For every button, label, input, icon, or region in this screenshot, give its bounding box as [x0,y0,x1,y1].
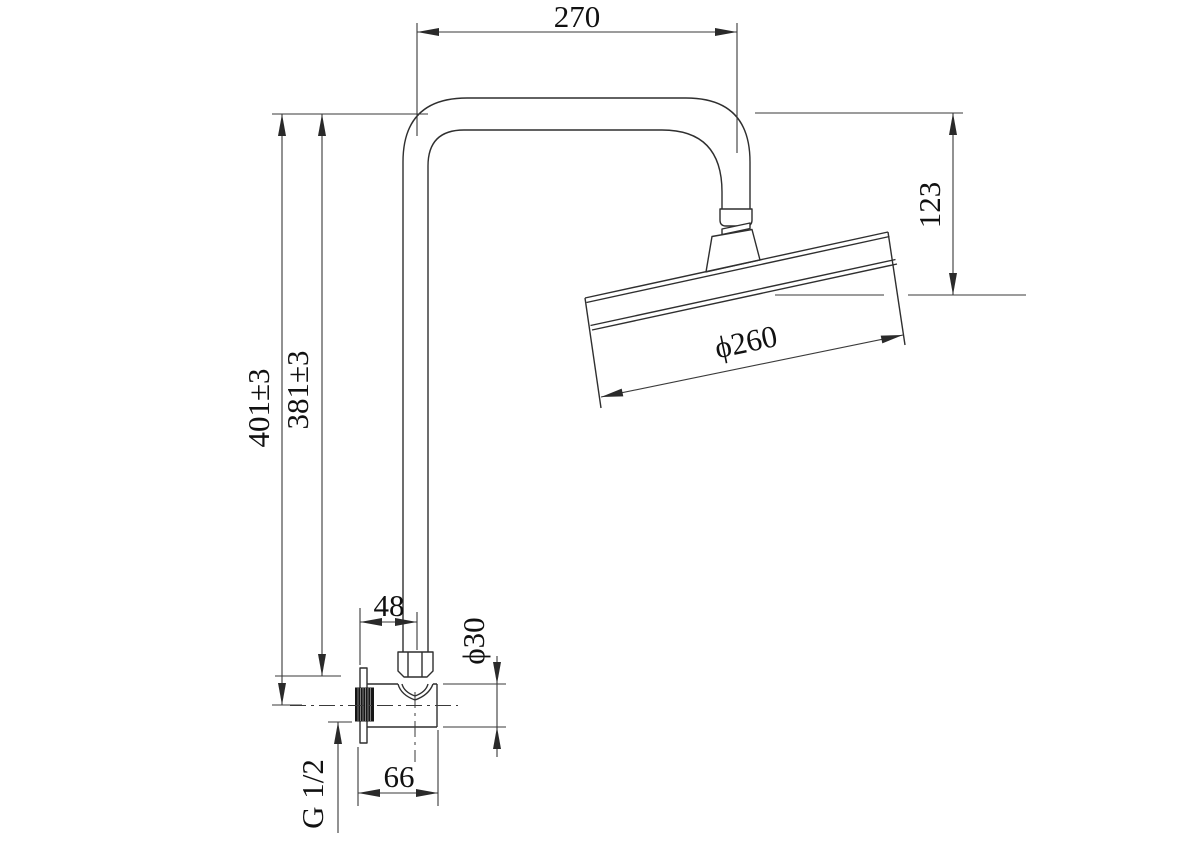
dim-381-arrow-top [318,114,326,136]
dim-401-arrow-bottom [278,683,286,705]
dim-30-label: ϕ30 [456,617,491,664]
pipe-inner-outline [427,129,723,652]
dim-270-arrow-left [417,28,439,36]
knurled-inlet [355,687,374,722]
dim-valve-diameter: ϕ30 [443,617,506,757]
shower-head [584,208,906,409]
dim-123-label: 123 [912,182,947,229]
dim-48-arrow-right [395,618,417,626]
dim-260-line [600,334,904,398]
dim-270-arrow-right [715,28,737,36]
valve-hex-nut-facets [407,652,423,677]
dim-30-arrow-top [493,662,501,684]
dim-66-arrow-left [358,789,380,797]
head-top-edge [584,231,889,299]
dim-381-label: 381±3 [280,350,315,429]
dim-inlet-thread: G 1/2 [295,721,352,833]
dim-270-label: 270 [554,0,601,34]
dimensions: 270 401±3 381±3 123 [241,0,1026,833]
dim-381-arrow-bottom [318,654,326,676]
dim-wall-to-riser: 48 [359,588,418,665]
dim-123-arrow-top [949,113,957,135]
head-right-edge-extension [887,231,906,346]
dim-260-arrow-right [880,335,903,344]
pipe-outer-outline [402,97,751,652]
dim-heights-left: 401±3 381±3 [241,113,428,706]
dim-g12-arrow [334,722,342,744]
head-top-edge-inner [586,235,890,304]
dim-48-label: 48 [374,588,405,623]
knurl-body [355,687,374,722]
dim-66-arrow-right [416,789,438,797]
head-bottom-edge-inner [590,258,896,327]
wall-valve [290,651,458,762]
dim-260-label: ϕ260 [712,318,781,365]
valve-hex-nut [397,651,434,678]
dim-123-arrow-bottom [949,273,957,295]
dim-head-diameter: ϕ260 [600,318,904,398]
pipe-assembly [402,97,751,652]
dim-valve-length: 66 [357,730,439,806]
dim-401-arrow-top [278,114,286,136]
dim-260-arrow-left [601,388,624,397]
dim-top-width: 270 [416,0,738,153]
dim-30-arrow-bottom [493,727,501,749]
knurl-texture [357,688,371,721]
dim-drop-height: 123 [755,112,1026,296]
head-bottom-edge [591,263,898,331]
dim-66-label: 66 [384,759,415,794]
dim-g12-label: G 1/2 [295,759,330,829]
head-left-edge-extension [584,297,602,409]
dim-401-label: 401±3 [241,368,276,447]
dim-48-arrow-left [360,618,382,626]
head-swivel-collar [721,222,751,236]
